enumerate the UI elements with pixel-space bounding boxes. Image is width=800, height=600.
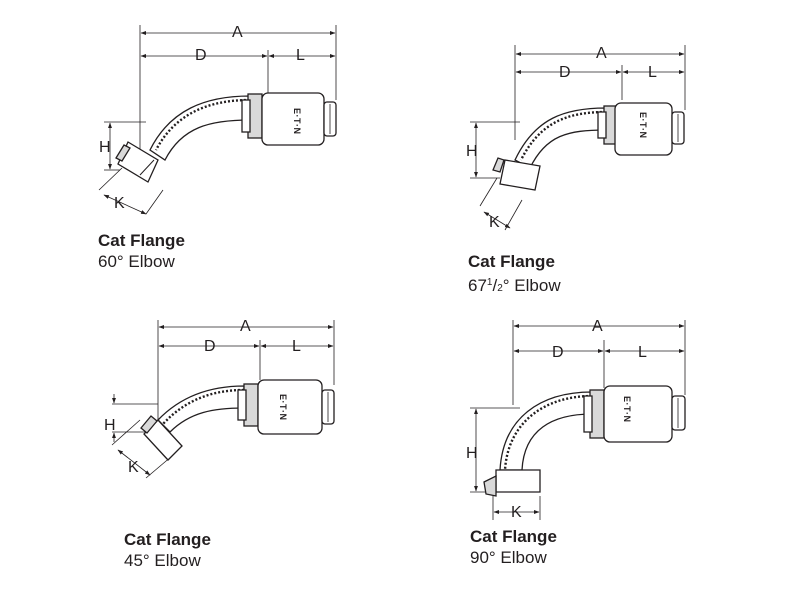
- dim-k-label: K: [489, 214, 500, 231]
- fitting-45-elbow: [111, 320, 335, 479]
- dim-d-label: D: [552, 344, 564, 361]
- dim-l-label: L: [638, 344, 647, 361]
- dim-a-label: A: [240, 318, 251, 335]
- dim-k-label: K: [114, 195, 125, 212]
- caption-subtitle: 671/2° Elbow: [468, 272, 561, 299]
- dim-h-label: H: [466, 143, 478, 160]
- dim-l-label: L: [292, 338, 301, 355]
- dim-k-label: K: [511, 504, 522, 521]
- caption-fraction-numerator: 1: [486, 277, 493, 288]
- flange-head: [499, 159, 541, 191]
- caption-subtitle: 60° Elbow: [98, 252, 175, 271]
- dim-h-label: H: [99, 139, 111, 156]
- fitting-60-elbow: [98, 25, 337, 215]
- elbow-tube: [157, 385, 245, 433]
- brand-logo: E·T·N: [622, 396, 632, 423]
- caption-67-5-elbow: Cat Flange 671/2° Elbow: [468, 251, 561, 299]
- caption-90-elbow: Cat Flange 90° Elbow: [470, 526, 557, 568]
- dim-a-label: A: [592, 318, 603, 335]
- elbow-tube: [149, 95, 251, 161]
- elbow-tube: [499, 391, 593, 471]
- dim-k-line: [483, 211, 511, 229]
- dim-k-line: [103, 194, 147, 215]
- brand-logo: E·T·N: [292, 108, 302, 135]
- brand-logo: E·T·N: [278, 394, 288, 421]
- caption-title: Cat Flange: [98, 231, 185, 250]
- flange-head: [495, 469, 541, 493]
- dim-h-label: H: [466, 445, 478, 462]
- caption-title: Cat Flange: [124, 530, 211, 549]
- dim-l-label: L: [296, 47, 305, 64]
- dim-d-label: D: [559, 64, 571, 81]
- dim-k-line: [117, 449, 151, 476]
- dim-l-label: L: [648, 64, 657, 81]
- socket-body: [603, 385, 673, 443]
- dim-h-label: H: [104, 417, 116, 434]
- dim-d-label: D: [204, 338, 216, 355]
- fitting-90-elbow: [470, 320, 686, 520]
- dim-a-label: A: [596, 45, 607, 62]
- caption-subtitle-rest: ° Elbow: [502, 276, 561, 295]
- socket-body: [257, 379, 323, 435]
- caption-fraction-slash: /: [492, 276, 498, 295]
- elbow-tube: [514, 107, 607, 169]
- caption-title: Cat Flange: [470, 527, 557, 546]
- caption-60-elbow: Cat Flange 60° Elbow: [98, 230, 185, 272]
- dim-d-label: D: [195, 47, 207, 64]
- dim-k-label: K: [128, 459, 139, 476]
- caption-subtitle-whole: 67: [468, 276, 487, 295]
- dim-a-label: A: [232, 24, 243, 41]
- brand-logo: E·T·N: [638, 112, 648, 139]
- caption-subtitle: 90° Elbow: [470, 548, 547, 567]
- fitting-67-5-elbow: [470, 45, 686, 231]
- caption-title: Cat Flange: [468, 252, 555, 271]
- caption-fraction-denominator: 2: [497, 283, 503, 294]
- caption-subtitle: 45° Elbow: [124, 551, 201, 570]
- caption-45-elbow: Cat Flange 45° Elbow: [124, 529, 211, 571]
